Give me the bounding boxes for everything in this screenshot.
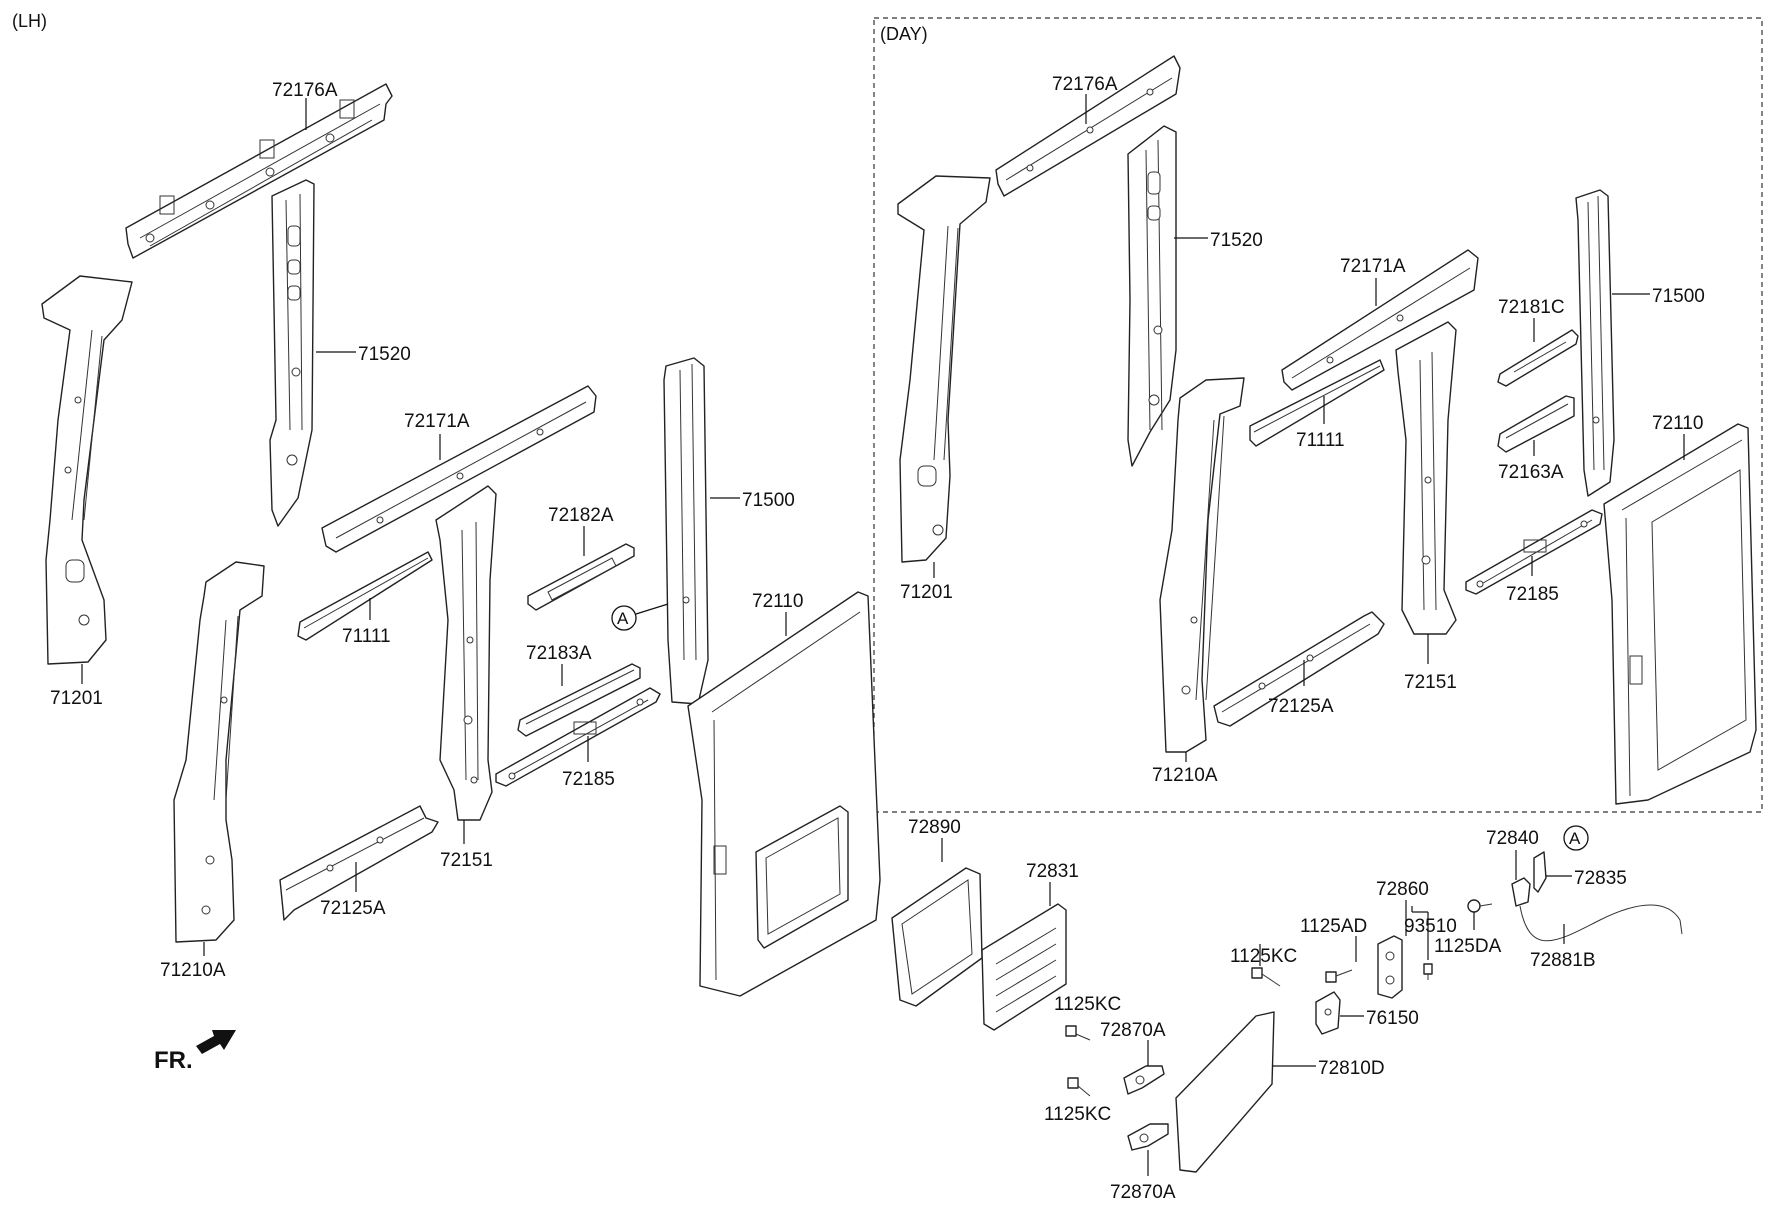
callout-72810D: 72810D <box>1318 1058 1385 1079</box>
callout-71520-day: 71520 <box>1210 230 1263 251</box>
callout-72171A-day: 72171A <box>1340 256 1406 277</box>
callout-72151: 72151 <box>440 850 493 871</box>
callout-71111: 71111 <box>342 626 391 647</box>
callout-72890: 72890 <box>908 817 961 838</box>
part-72171A-rail <box>321 385 597 553</box>
callout-1125KC-lower: 1125KC <box>1044 1104 1111 1125</box>
callout-72185: 72185 <box>562 769 615 790</box>
part-71210A-pillar <box>173 561 265 943</box>
part-72810D-fuel-door <box>1175 1011 1275 1173</box>
callout-1125AD: 1125AD <box>1300 916 1367 937</box>
callout-71500: 71500 <box>742 490 795 511</box>
section-label-lh: (LH) <box>12 11 47 31</box>
callout-71210A: 71210A <box>160 960 226 981</box>
part-72110-side-panel <box>687 591 881 997</box>
callout-72860: 72860 <box>1376 879 1429 900</box>
callout-72125A: 72125A <box>320 898 386 919</box>
callout-72840: 72840 <box>1486 828 1539 849</box>
nut-1125DA <box>1467 899 1493 913</box>
part-72870A-hinge-upper <box>1123 1065 1165 1095</box>
bolt-1125KC-upper <box>1065 1025 1091 1041</box>
callout-72176A: 72176A <box>272 80 338 101</box>
front-arrow-icon <box>196 1030 236 1054</box>
reference-marker-a-right <box>1563 825 1589 851</box>
callout-72870A-upper: 72870A <box>1100 1020 1166 1041</box>
part-72183A-channel <box>517 663 641 737</box>
front-direction-indicator: FR. <box>154 1030 236 1074</box>
callout-71500-day: 71500 <box>1652 286 1705 307</box>
part-72831-louvre <box>981 903 1067 1031</box>
bolt-1125KC-lower <box>1067 1077 1091 1097</box>
callout-71210A-day: 71210A <box>1152 765 1218 786</box>
part-71500-rear-pillar <box>663 357 709 705</box>
part-72182A-bracket <box>527 543 635 611</box>
part-71111-brace-day <box>1249 359 1385 447</box>
callout-71201-day: 71201 <box>900 582 953 603</box>
callout-72831: 72831 <box>1026 861 1079 882</box>
part-72835-bracket <box>1533 851 1547 893</box>
part-72125A-rocker <box>279 805 439 921</box>
callout-72183A: 72183A <box>526 643 592 664</box>
part-72176A-rail-day <box>995 55 1181 197</box>
front-label: FR. <box>154 1047 193 1074</box>
bolt-1125KC-right <box>1251 967 1281 987</box>
callout-72181C: 72181C <box>1498 297 1565 318</box>
callout-72835: 72835 <box>1574 868 1627 889</box>
section-label-day: (DAY) <box>880 24 928 44</box>
part-71520-pillar <box>269 179 315 527</box>
callout-72163A: 72163A <box>1498 462 1564 483</box>
callout-1125KC-upper: 1125KC <box>1054 994 1121 1015</box>
callout-1125DA: 1125DA <box>1434 936 1502 957</box>
callout-72171A: 72171A <box>404 411 470 432</box>
callout-72110: 72110 <box>752 591 803 612</box>
part-72151-b-pillar-day <box>1395 321 1457 635</box>
callout-76150: 76150 <box>1366 1008 1419 1029</box>
part-72860-housing <box>1377 935 1403 999</box>
part-71201-a-pillar <box>41 275 133 665</box>
callout-72151-day: 72151 <box>1404 672 1457 693</box>
part-72185-bracket <box>495 687 661 787</box>
callout-72176A-day: 72176A <box>1052 74 1118 95</box>
part-71520-pillar-day <box>1127 125 1177 467</box>
part-72176A-rail <box>125 83 393 259</box>
part-72125A-rocker-day <box>1213 611 1385 727</box>
callout-72110-day: 72110 <box>1652 413 1703 434</box>
reference-marker-a-left-text: A <box>617 609 629 628</box>
bolt-1125AD <box>1325 969 1353 983</box>
part-72151-b-pillar <box>435 485 497 821</box>
callout-1125KC-right: 1125KC <box>1230 946 1297 967</box>
part-71210A-pillar-day <box>1159 377 1245 753</box>
part-72171A-rail-day <box>1281 249 1479 391</box>
part-72163A-channel <box>1497 395 1575 453</box>
part-72185-bracket-day <box>1465 509 1603 595</box>
part-72840-latch <box>1511 877 1531 907</box>
part-72181C-bracket <box>1497 329 1579 387</box>
callout-71520: 71520 <box>358 344 411 365</box>
callout-71111-day: 71111 <box>1296 430 1345 451</box>
part-71111-brace <box>297 551 433 641</box>
screw-93510 <box>1423 963 1433 980</box>
callout-93510: 93510 <box>1404 916 1457 937</box>
reference-marker-a-left <box>611 605 637 631</box>
part-76150-bracket <box>1315 991 1341 1035</box>
part-72881B-cable <box>1519 904 1683 942</box>
part-72110-side-panel-day <box>1603 423 1757 805</box>
callout-72182A: 72182A <box>548 505 614 526</box>
callout-71201: 71201 <box>50 688 103 709</box>
reference-marker-a-right-text: A <box>1569 829 1581 848</box>
callout-72125A-day: 72125A <box>1268 696 1334 717</box>
part-72890-window-seal <box>891 867 983 1007</box>
part-72870A-hinge-lower <box>1127 1123 1169 1151</box>
part-71201-a-pillar-day <box>897 175 991 563</box>
callout-72881B: 72881B <box>1530 950 1596 971</box>
day-variant-box <box>873 17 1763 813</box>
callout-72185-day: 72185 <box>1506 584 1559 605</box>
part-71500-rear-pillar-day <box>1575 189 1615 497</box>
callout-72870A-lower: 72870A <box>1110 1182 1176 1203</box>
